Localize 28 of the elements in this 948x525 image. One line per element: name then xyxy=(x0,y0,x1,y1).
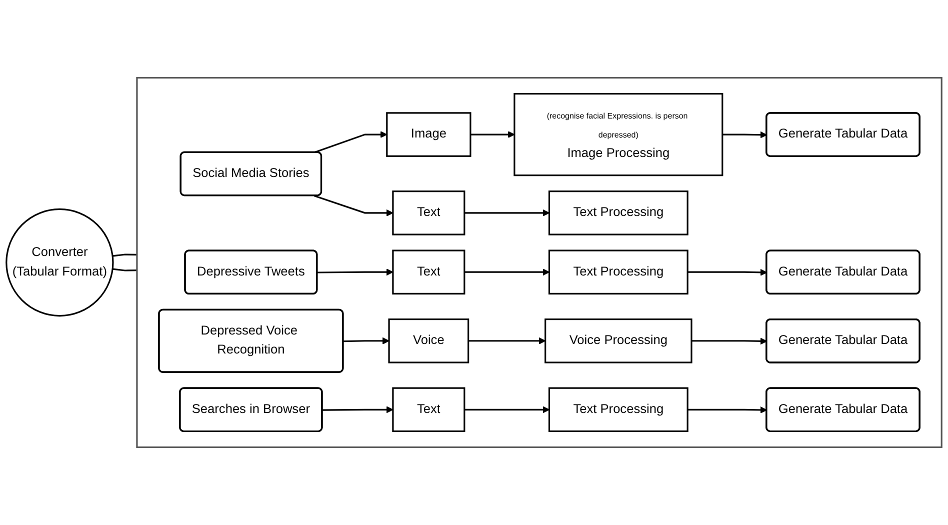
arrow xyxy=(722,131,768,138)
arrow xyxy=(688,406,768,414)
arrow xyxy=(464,406,550,414)
node-box: Text xyxy=(392,387,466,432)
node-box: Text Processing xyxy=(548,190,688,236)
node-box: Image xyxy=(386,112,472,157)
arrow xyxy=(322,406,394,414)
arrow xyxy=(468,337,546,344)
arrow xyxy=(317,268,394,276)
node-box: Voice Processing xyxy=(544,318,692,364)
arrow xyxy=(688,268,768,276)
cluster xyxy=(136,76,942,448)
arrow xyxy=(343,337,390,344)
arrow xyxy=(314,194,394,216)
node-box: (recognise facial Expressions. is person depressed) Image Processing xyxy=(514,92,724,176)
arrow xyxy=(691,338,768,345)
node-box: Text Processing xyxy=(548,387,688,432)
node-box: Text xyxy=(392,190,466,236)
arrow xyxy=(464,209,550,216)
node-circle: Converter (Tabular Format) xyxy=(6,208,114,317)
arrow xyxy=(464,268,550,276)
node-box: Voice xyxy=(388,318,470,364)
connector xyxy=(112,254,137,257)
node-box: Text Processing xyxy=(548,250,688,294)
node-box: Text xyxy=(392,250,466,294)
connector xyxy=(112,268,137,272)
arrow xyxy=(314,131,388,154)
arrow xyxy=(470,131,515,138)
